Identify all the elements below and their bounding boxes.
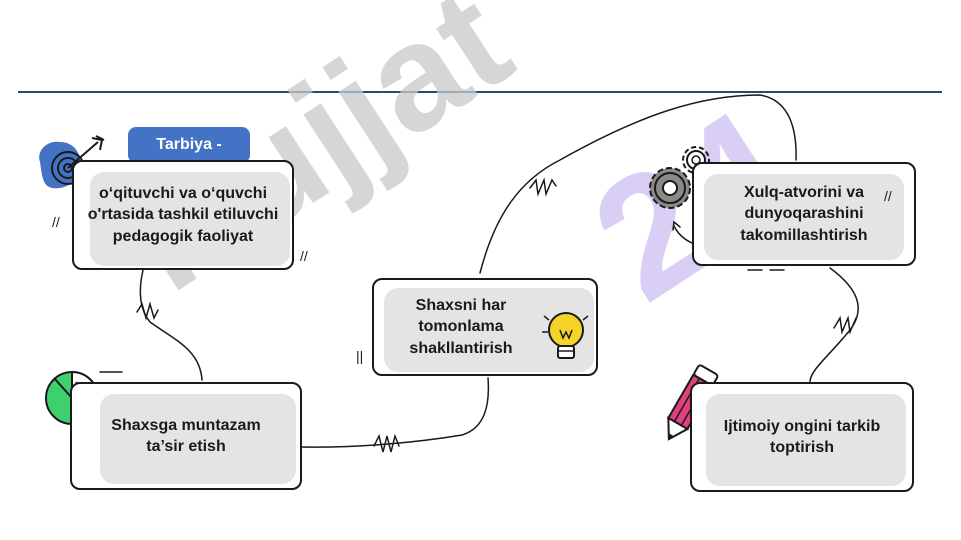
connector-worldview-consciousness	[809, 267, 859, 383]
card-development-text: Shaxsni har tomonlama shakllantirish	[409, 297, 513, 357]
card-shade	[704, 174, 904, 260]
tick-mark: ||	[356, 348, 364, 364]
target-icon	[39, 135, 105, 189]
connector-development-worldview	[479, 94, 797, 274]
connector-definition-influence	[139, 269, 203, 381]
card-consciousness-text: Ijtimoiy ongini tarkib toptirish	[723, 417, 881, 456]
zigzag-c	[529, 177, 557, 197]
arrow-head	[672, 220, 681, 231]
card-shade	[100, 394, 296, 484]
card-definition: o‘qituvchi va o‘quvchi o'rtasida tashkil…	[72, 160, 294, 270]
tick-mark: //	[884, 188, 892, 204]
card-definition-text: o‘qituvchi va o‘quvchi o'rtasida tashkil…	[87, 185, 279, 245]
card-worldview: Xulq-atvorini va dunyoqarashini takomill…	[692, 162, 916, 266]
card-influence-text: Shaxsga muntazam ta’sir etish	[111, 416, 261, 455]
card-worldview-text: Xulq-atvorini va dunyoqarashini takomill…	[740, 184, 868, 244]
card-consciousness: Ijtimoiy ongini tarkib toptirish	[690, 382, 914, 492]
tick-mark: //	[52, 214, 60, 230]
topic-pill: Tarbiya -	[128, 127, 250, 163]
zigzag-a	[136, 301, 159, 321]
card-influence: Shaxsga muntazam ta’sir etish	[70, 382, 302, 490]
card-shade	[90, 172, 290, 266]
connector-influence-development	[301, 377, 490, 448]
card-shade	[706, 394, 906, 486]
zigzag-b	[373, 433, 400, 453]
lightbulb-icon	[542, 312, 589, 359]
zigzag-d	[833, 315, 857, 335]
top-rule	[18, 91, 942, 93]
card-development: Shaxsni har tomonlama shakllantirish	[372, 278, 598, 376]
tick-mark: //	[300, 248, 308, 264]
